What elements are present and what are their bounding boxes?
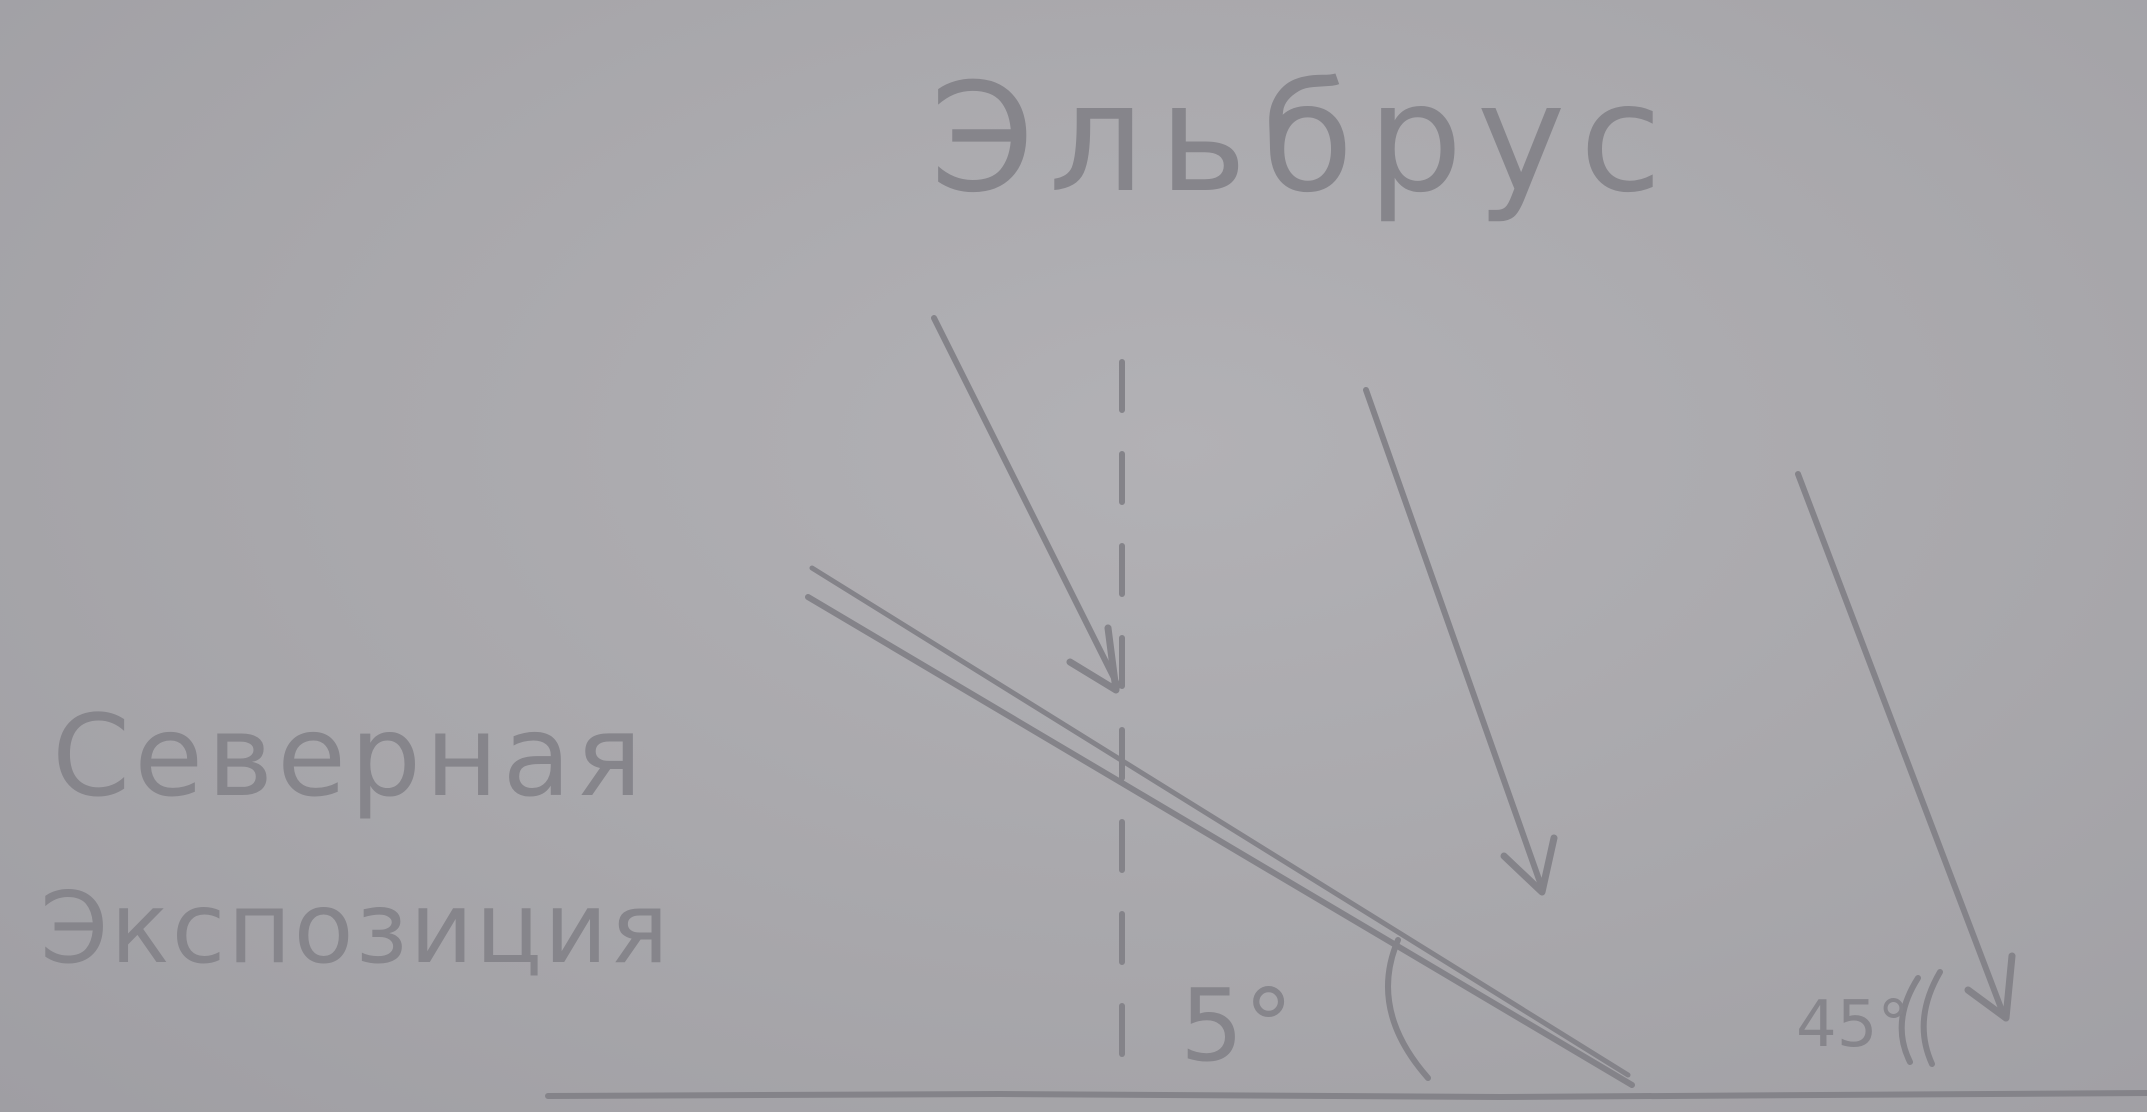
sun-angle-arc-inner bbox=[1898, 975, 1921, 1065]
slope-angle-label: 5° bbox=[1180, 967, 1294, 1084]
slope-angle-arc bbox=[1385, 937, 1431, 1081]
slope-line bbox=[805, 594, 1635, 1088]
sun-ray-arrow-1 bbox=[931, 315, 1121, 694]
sun-ray-arrow-2 bbox=[1363, 387, 1558, 896]
ground-line bbox=[545, 1090, 2147, 1100]
slope-label-line1: Северная bbox=[52, 692, 646, 822]
slope-label-line2: Экспозиция bbox=[40, 872, 671, 986]
mountain-title: Эльбрус bbox=[930, 52, 1676, 226]
sun-angle-label: 45° bbox=[1796, 988, 1909, 1062]
slope-line-outer bbox=[809, 565, 1631, 1078]
sun-angle-arc-outer bbox=[1920, 969, 1943, 1067]
sun-ray-arrow-3 bbox=[1795, 471, 2016, 1022]
